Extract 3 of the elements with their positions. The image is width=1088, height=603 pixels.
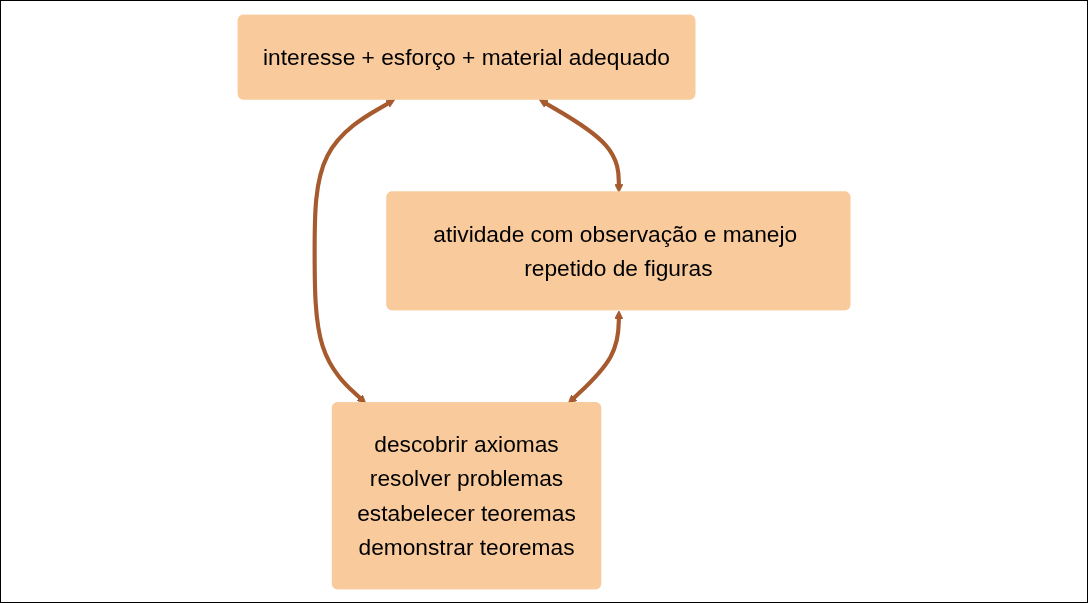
arrow — [312, 98, 396, 404]
arrow — [538, 98, 624, 193]
arrow — [567, 309, 624, 404]
